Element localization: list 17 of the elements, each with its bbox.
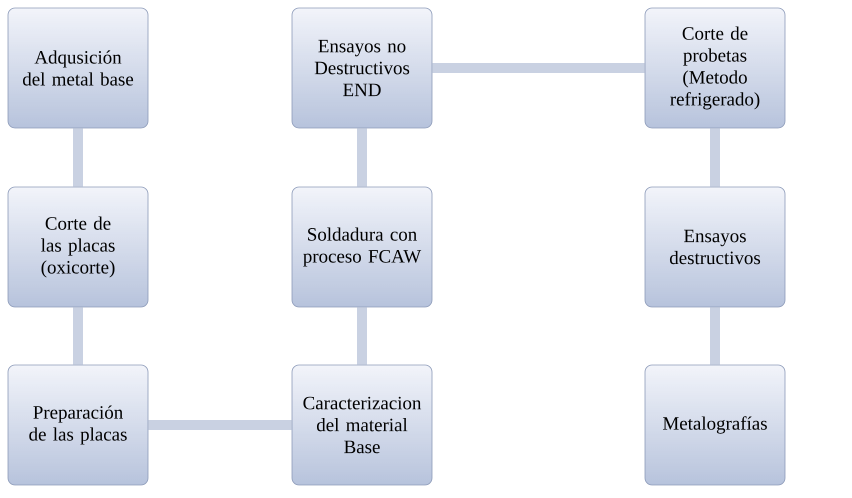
connector [73,307,83,365]
connector [710,128,720,187]
process-box: Adqusición del metal base [8,8,148,128]
process-box: Metalografías [644,364,786,486]
process-box: Preparación de las placas [8,364,148,486]
connector [710,307,720,365]
process-box: Ensayos destructivos [644,186,786,308]
connector [357,128,367,187]
process-box: Soldadura con proceso FCAW [292,186,432,308]
process-box: Ensayos no Destructivos END [292,8,432,128]
connector [148,420,292,430]
connector [357,307,367,365]
process-box: Caracterizacion del material Base [292,364,432,486]
process-box: Corte de probetas (Metodo refrigerado) [644,8,786,128]
process-box: Corte de las placas (oxicorte) [8,186,148,308]
connector [73,128,83,187]
connector [432,63,645,73]
